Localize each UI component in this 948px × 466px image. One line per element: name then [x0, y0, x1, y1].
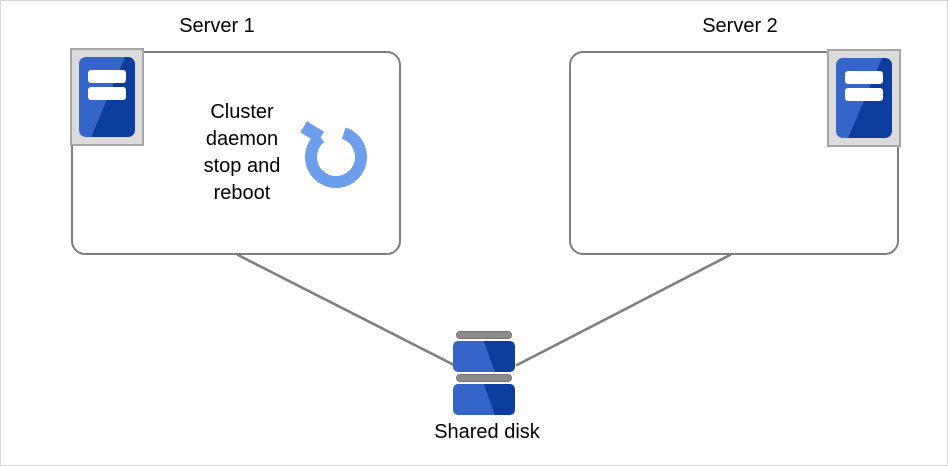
disk-platter-body: [453, 384, 515, 415]
reboot-arc: [305, 127, 367, 188]
disk-platter-body: [453, 341, 515, 372]
shared-disk-icon: [453, 331, 515, 417]
server1-note: Cluster daemon stop and reboot: [203, 101, 281, 204]
server1-title: Server 1: [179, 15, 255, 37]
server2-disk-link: [515, 253, 732, 367]
reboot-icon: [300, 121, 367, 188]
reboot-arrowhead: [300, 121, 324, 143]
server-vent: [845, 71, 883, 84]
server-vent: [88, 70, 126, 83]
server1-disk-link: [236, 253, 456, 367]
server2-server-icon: [827, 49, 901, 147]
server1-server-icon: [70, 48, 144, 146]
server-tower: [79, 57, 135, 137]
disk-platter-bar: [456, 374, 512, 382]
server-vent: [845, 88, 883, 101]
server-vent: [88, 87, 126, 100]
disk-platter-bar: [456, 331, 512, 339]
server2-title: Server 2: [702, 15, 778, 37]
shared-disk-label: Shared disk: [434, 421, 540, 443]
server-tower: [836, 58, 892, 138]
